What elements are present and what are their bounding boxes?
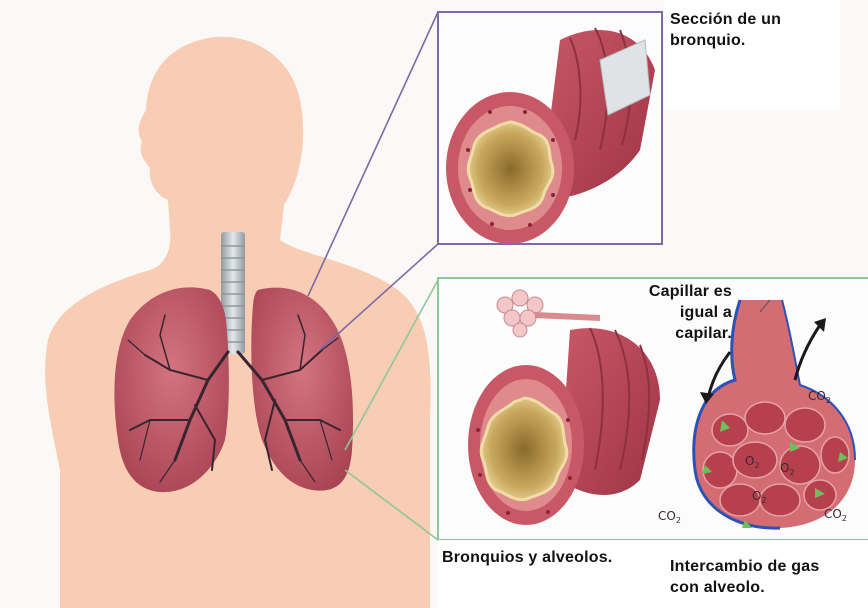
bronchus-section-line-2: bronquio. (670, 30, 781, 51)
capillary-note-line-3: capilar. (606, 323, 732, 344)
gas-exchange-label: Intercambio de gas con alveolo. (670, 556, 819, 598)
gas-exchange-line-1: Intercambio de gas (670, 556, 819, 577)
capillary-note-line-1: Capillar es (606, 281, 732, 302)
bronchi-alveoli-label: Bronquios y alveolos. (442, 547, 612, 568)
bronchus-section-line-1: Sección de un (670, 9, 781, 30)
left-lung (114, 287, 228, 492)
gas-exchange-line-2: con alveolo. (670, 577, 819, 598)
capillary-note-label: Capillar es igual a capilar. (606, 281, 732, 344)
bronchus-section-label: Sección de un bronquio. (670, 9, 781, 51)
capillary-note-line-2: igual a (606, 302, 732, 323)
bronchus-section-panel (438, 12, 662, 244)
